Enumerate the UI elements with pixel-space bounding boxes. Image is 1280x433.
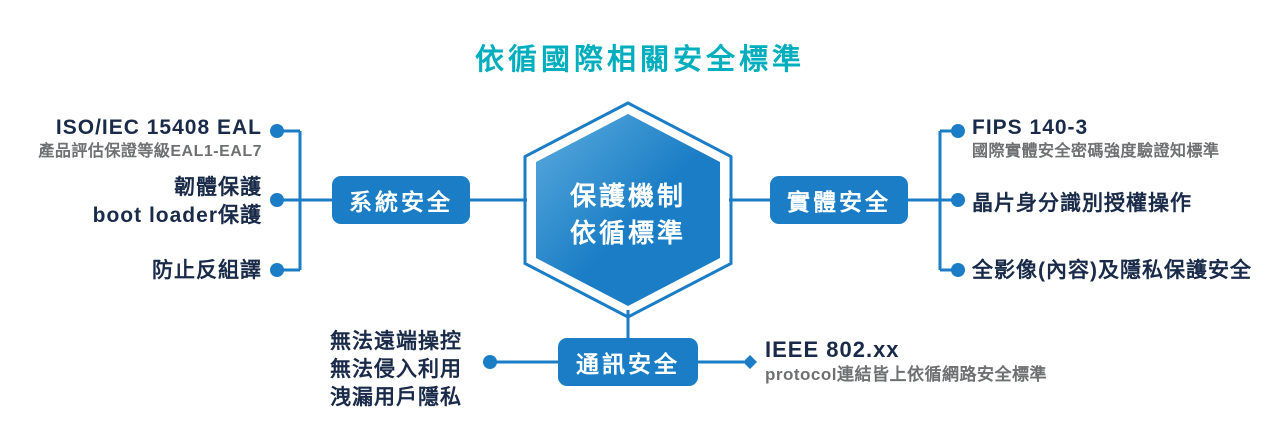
communication-ieee-subtitle: protocol連結皆上依循網路安全標準 bbox=[765, 365, 1047, 384]
hexagon-text-line2: 依循標準 bbox=[569, 218, 686, 248]
left-bracket-dots bbox=[270, 124, 284, 277]
diagram-title: 依循國際相關安全標準 bbox=[474, 44, 805, 76]
physical-item-fips-subtitle: 國際實體安全密碼強度驗證知標準 bbox=[972, 143, 1220, 160]
comm-right-diamond bbox=[743, 355, 757, 369]
system-item-firmware: 韌體保護 boot loader保護 bbox=[92, 176, 262, 227]
system-security-box: 系統安全 bbox=[332, 176, 470, 224]
right-bracket-dots bbox=[951, 124, 965, 277]
communication-security-box: 通訊安全 bbox=[558, 338, 698, 386]
left-bracket-lines bbox=[277, 129, 332, 272]
hexagon-shape bbox=[536, 114, 720, 306]
physical-item-fips-title: FIPS 140-3 bbox=[972, 116, 1089, 139]
comm-left-dot bbox=[483, 355, 497, 369]
physical-item-chip-id: 晶片身分識別授權操作 bbox=[972, 192, 1192, 215]
hexagon-text-line1: 保護機制 bbox=[569, 181, 686, 211]
system-item-iso-subtitle: 產品評估保證等級EAL1-EAL7 bbox=[38, 143, 262, 160]
communication-risks: 無法遠端操控 無法侵入利用 洩漏用戶隱私 bbox=[330, 330, 462, 409]
physical-security-label: 實體安全 bbox=[787, 189, 891, 215]
system-item-iso-title: ISO/IEC 15408 EAL bbox=[55, 116, 262, 139]
system-security-label: 系統安全 bbox=[349, 189, 453, 215]
communication-security-label: 通訊安全 bbox=[576, 351, 680, 377]
physical-security-box: 實體安全 bbox=[770, 176, 908, 224]
communication-ieee-title: IEEE 802.xx bbox=[765, 337, 900, 362]
system-item-antidisassembly: 防止反組譯 bbox=[152, 259, 262, 282]
physical-item-image-privacy: 全影像(內容)及隱私保護安全 bbox=[972, 259, 1252, 282]
